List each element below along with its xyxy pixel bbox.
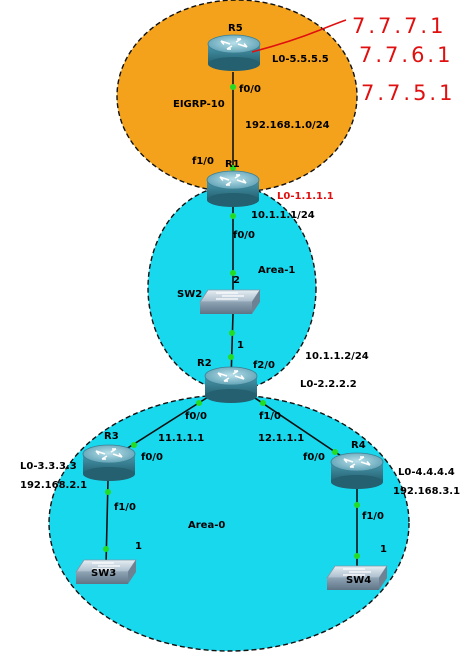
r3-loopback: L0-3.3.3.3 bbox=[20, 461, 77, 472]
r4-f10-label: f1/0 bbox=[362, 511, 384, 522]
switch-sw2-icon[interactable] bbox=[199, 289, 261, 315]
r1-f10-label: f1/0 bbox=[192, 156, 214, 167]
eigrp-area-label: EIGRP-10 bbox=[173, 99, 225, 110]
r1-ip-label: 10.1.1.1/24 bbox=[251, 210, 315, 221]
port-dot bbox=[105, 489, 111, 495]
r5-name: R5 bbox=[228, 23, 243, 34]
net-r5-r1-label: 192.168.1.0/24 bbox=[245, 120, 330, 131]
r2-name: R2 bbox=[197, 358, 212, 369]
sw4-name: SW4 bbox=[346, 575, 371, 586]
r2-f00-label: f0/0 bbox=[185, 411, 207, 422]
r3-name: R3 bbox=[104, 431, 119, 442]
r1-name: R1 bbox=[225, 159, 240, 170]
r1-loopback: L0-1.1.1.1 bbox=[277, 191, 334, 202]
port-dot bbox=[230, 165, 236, 171]
router-r3-icon[interactable] bbox=[82, 444, 136, 482]
r5-loopback: L0-5.5.5.5 bbox=[272, 54, 329, 65]
port-dot bbox=[354, 502, 360, 508]
r3-f10-label: f1/0 bbox=[114, 502, 136, 513]
router-r2-icon[interactable] bbox=[204, 366, 258, 404]
port-dot bbox=[230, 84, 236, 90]
port-dot bbox=[230, 270, 236, 276]
r4-network: 192.168.3.1 bbox=[393, 486, 460, 497]
r1-f00-label: f0/0 bbox=[233, 230, 255, 241]
r2-loopback: L0-2.2.2.2 bbox=[300, 379, 357, 390]
port-dot bbox=[354, 553, 360, 559]
r2-f10-label: f1/0 bbox=[259, 411, 281, 422]
router-r5-icon[interactable] bbox=[207, 34, 261, 72]
area1-label: Area-1 bbox=[258, 265, 295, 276]
ospf-area-0 bbox=[48, 394, 410, 652]
port-dots bbox=[103, 84, 360, 559]
sw3-name: SW3 bbox=[91, 568, 116, 579]
port-dot bbox=[228, 354, 234, 360]
port-dot bbox=[230, 213, 236, 219]
port-dot bbox=[229, 330, 235, 336]
sw3-port1-label: 1 bbox=[135, 541, 142, 552]
r4-name: R4 bbox=[351, 440, 366, 451]
handwritten-ip-2: 7.7.6.1 bbox=[359, 43, 453, 67]
net-r2-r4-label: 12.1.1.1 bbox=[258, 433, 304, 444]
sw4-port1-label: 1 bbox=[380, 544, 387, 555]
handwritten-ip-1: 7.7.7.1 bbox=[352, 14, 446, 38]
port-dot bbox=[196, 400, 202, 406]
port-dot bbox=[103, 546, 109, 552]
sw2-port1-label: 1 bbox=[237, 340, 244, 351]
sw2-port2-label: 2 bbox=[233, 275, 240, 286]
r2-ip-label: 10.1.1.2/24 bbox=[305, 351, 369, 362]
router-r1-icon[interactable] bbox=[206, 170, 260, 208]
r3-f00-label: f0/0 bbox=[141, 452, 163, 463]
area0-label: Area-0 bbox=[188, 520, 225, 531]
r4-loopback: L0-4.4.4.4 bbox=[398, 467, 455, 478]
port-dot bbox=[332, 449, 338, 455]
handwritten-ip-3: 7.7.5.1 bbox=[361, 81, 455, 105]
router-r4-icon[interactable] bbox=[330, 452, 384, 490]
handwritten-arrow bbox=[251, 19, 347, 53]
r3-network: 192.168.2.1 bbox=[20, 480, 87, 491]
r2-f20-label: f2/0 bbox=[253, 360, 275, 371]
sw2-name: SW2 bbox=[177, 289, 202, 300]
r4-f00-label: f0/0 bbox=[303, 452, 325, 463]
net-r2-r3-label: 11.1.1.1 bbox=[158, 433, 204, 444]
port-dot bbox=[131, 442, 137, 448]
r5-f00-label: f0/0 bbox=[239, 84, 261, 95]
port-dot bbox=[260, 400, 266, 406]
